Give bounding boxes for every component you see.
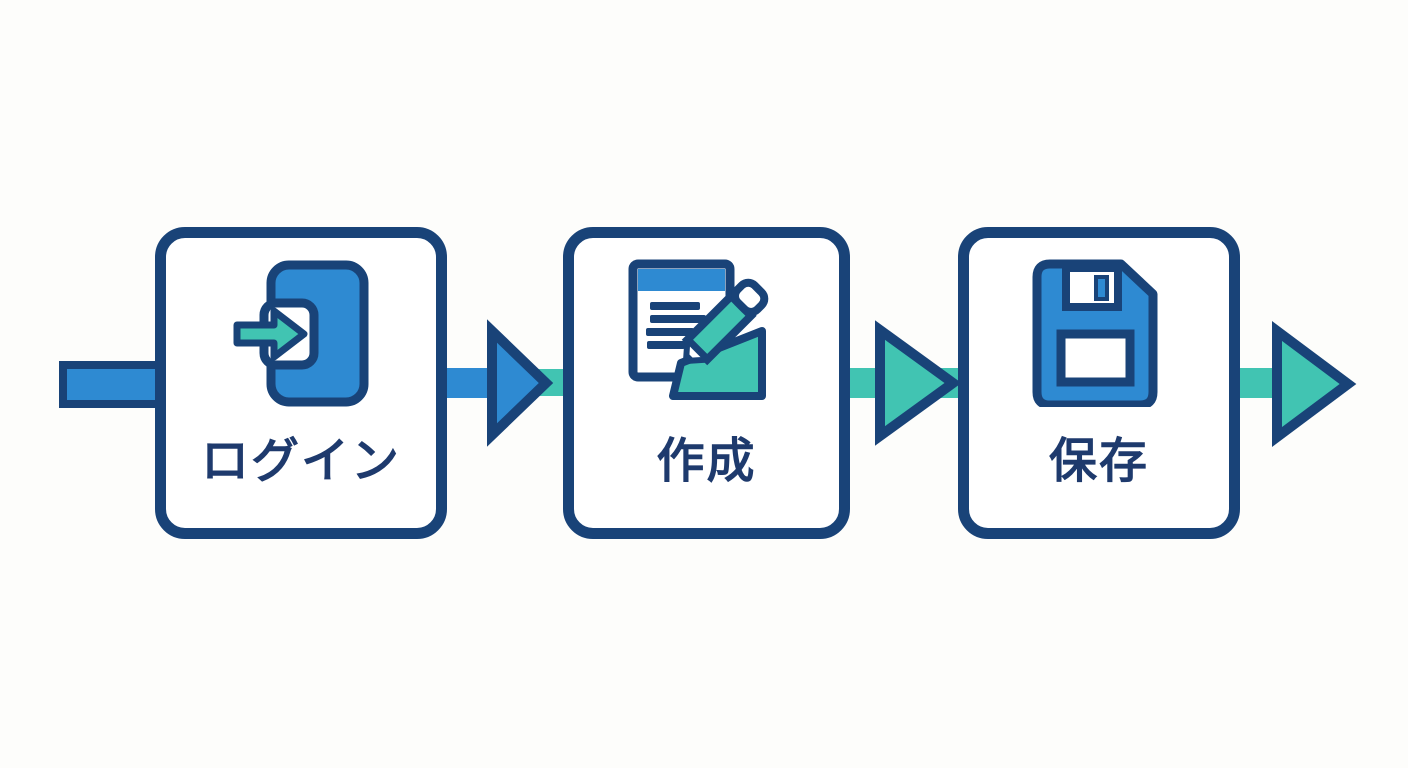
pencil-eraser-cap: [730, 278, 769, 317]
floppy-disk-icon: [1032, 259, 1158, 407]
floppy-label-area: [1056, 329, 1135, 387]
connector-create-save-arrowhead: [875, 320, 962, 446]
document-header-band: [638, 269, 725, 291]
connector-start-tail: [59, 361, 167, 408]
floppy-shutter: [1062, 264, 1122, 311]
login-enter-arrow: [233, 307, 308, 361]
step-box-save: 保存: [958, 227, 1240, 539]
pencil-base-corner: [669, 327, 766, 400]
document-pencil-icon: [628, 259, 769, 400]
document-text-lines: [646, 302, 706, 349]
pencil-tip: [683, 336, 711, 364]
step-label-login: ログイン: [200, 435, 401, 488]
connector-login-create-arrowhead: [487, 319, 554, 447]
login-enter-icon: [233, 260, 369, 407]
pencil-tip-point: [686, 351, 696, 361]
pencil: [681, 278, 769, 366]
connector-save-end-arrowhead: [1272, 321, 1357, 447]
step-box-create: 作成: [563, 227, 850, 539]
floppy-shutter-slider: [1094, 275, 1109, 301]
step-label-create: 作成: [656, 435, 757, 488]
step-label-save: 保存: [1048, 435, 1149, 488]
step-box-login: ログイン: [155, 227, 447, 539]
